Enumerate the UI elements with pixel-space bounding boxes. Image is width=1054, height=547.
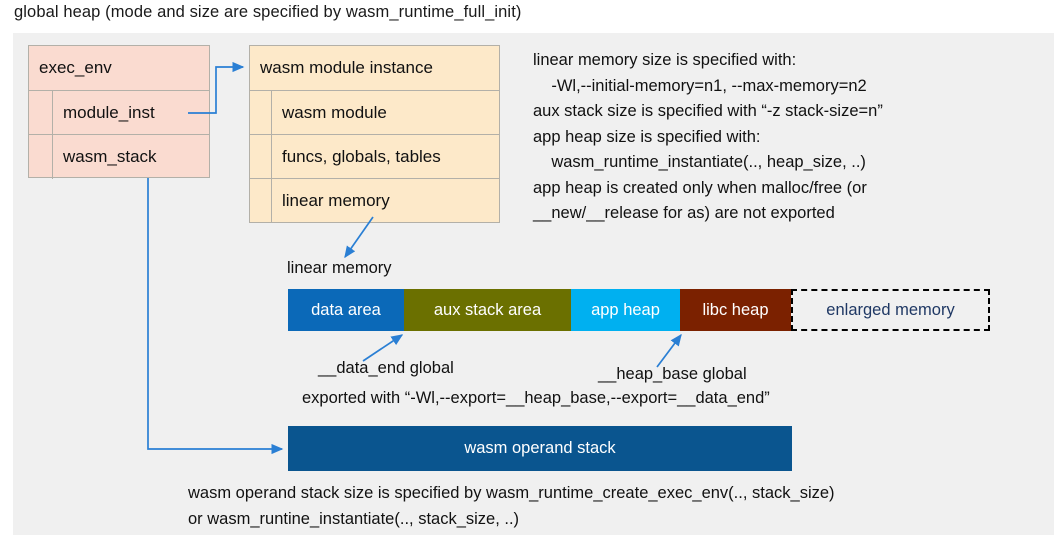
- module-instance-field-label-linear-memory: linear memory: [282, 191, 390, 210]
- memory-segment-enlarged-memory: enlarged memory: [791, 289, 990, 331]
- memory-segment-data-area: data area: [288, 289, 404, 331]
- module-instance-gutter: [250, 179, 272, 223]
- module-instance-gutter: [250, 91, 272, 134]
- wasm-operand-stack-box: wasm operand stack: [288, 426, 792, 471]
- annotation-data-end: __data_end global: [318, 359, 454, 377]
- exec-env-header-row: exec_env: [29, 46, 209, 91]
- annotation-exported-with: exported with “-Wl,--export=__heap_base,…: [302, 389, 770, 407]
- exec-env-field-module-inst: module_inst: [29, 91, 209, 135]
- exec-env-field-label-module-inst: module_inst: [63, 102, 155, 122]
- exec-env-field-wasm-stack: wasm_stack: [29, 135, 209, 179]
- exec-env-gutter: [29, 135, 53, 179]
- module-instance-gutter: [250, 135, 272, 178]
- operand-stack-note: wasm operand stack size is specified by …: [188, 484, 835, 528]
- exec-env-title: exec_env: [39, 58, 112, 77]
- wasm-module-instance-box: wasm module instance wasm module funcs, …: [249, 45, 500, 223]
- module-instance-title: wasm module instance: [260, 58, 433, 77]
- exec-env-box: exec_env module_inst wasm_stack: [28, 45, 210, 179]
- memory-segment-aux-stack-area: aux stack area: [404, 289, 571, 331]
- module-instance-field-wasm-module: wasm module: [250, 91, 499, 135]
- linear-memory-bar-label: linear memory: [287, 259, 392, 277]
- annotation-heap-base: __heap_base global: [598, 365, 747, 383]
- page-title: global heap (mode and size are specified…: [14, 3, 522, 21]
- memory-segment-libc-heap: libc heap: [680, 289, 791, 331]
- module-instance-header-row: wasm module instance: [250, 46, 499, 91]
- memory-segment-app-heap: app heap: [571, 289, 680, 331]
- module-instance-field-linear-memory: linear memory: [250, 179, 499, 223]
- exec-env-gutter: [29, 91, 53, 134]
- exec-env-field-label-wasm-stack: wasm_stack: [63, 147, 157, 166]
- module-instance-field-label-wasm-module: wasm module: [282, 102, 387, 122]
- linear-memory-notes: linear memory size is specified with: -W…: [533, 51, 883, 222]
- module-instance-field-funcs-globals-tables: funcs, globals, tables: [250, 135, 499, 179]
- module-instance-field-label-funcs-globals-tables: funcs, globals, tables: [282, 146, 441, 166]
